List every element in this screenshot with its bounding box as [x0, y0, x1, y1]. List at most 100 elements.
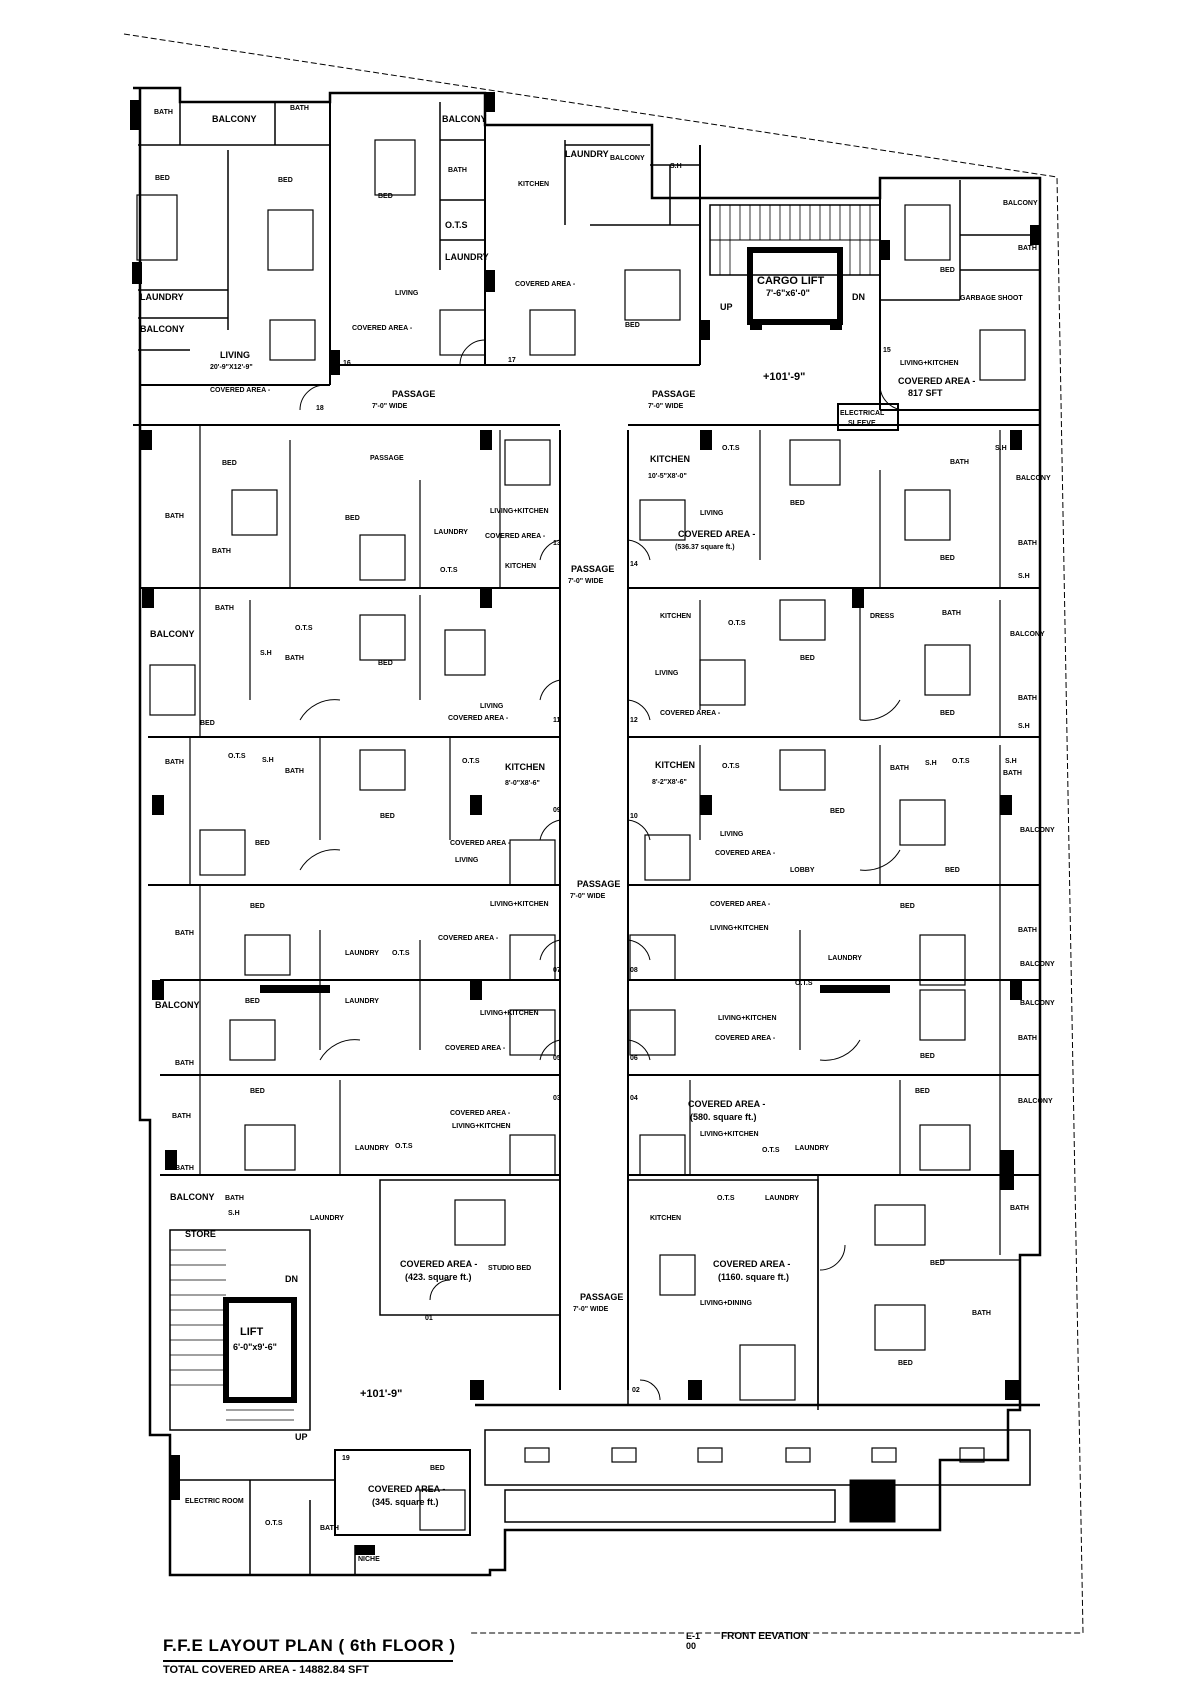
stair-up-bottom: UP [295, 1432, 308, 1442]
label-ots-7: O.T.S [462, 758, 480, 765]
label-balcony-12: BALCONY [1020, 1000, 1055, 1007]
label-living-3: LIVING [700, 510, 724, 517]
label-ots-4: O.T.S [295, 625, 313, 632]
site-boundary [123, 33, 1084, 1634]
cargo-lift-label: CARGO LIFT [757, 275, 824, 287]
unit-number: 08 [630, 967, 638, 974]
unit-number: 13 [553, 540, 561, 547]
callout-1160-value: (1160. square ft.) [718, 1272, 789, 1282]
unit-number: 14 [630, 561, 638, 568]
label-ots-12: O.T.S [395, 1143, 413, 1150]
callout-536-value: (536.37 square ft.) [675, 544, 735, 551]
label-bed-5: BED [940, 267, 955, 274]
lift-label: LIFT [240, 1326, 263, 1338]
label-bed-3: BED [378, 193, 393, 200]
label-passage-small: PASSAGE [370, 455, 404, 462]
label-laundry-11: LAUNDRY [765, 1195, 799, 1202]
label-electric-room: ELECTRIC ROOM [185, 1498, 244, 1505]
label-living-7: LIVING [720, 831, 744, 838]
label-covered-area-4: COVERED AREA - [485, 533, 546, 540]
label-balcony-4: BALCONY [610, 155, 645, 162]
total-covered-area: TOTAL COVERED AREA - 14882.84 SFT [163, 1660, 453, 1676]
label-bed-18: BED [250, 903, 265, 910]
label-bath-22: BATH [175, 1165, 194, 1172]
label-ots-15: O.T.S [265, 1520, 283, 1527]
callout-817-value: 817 SFT [908, 388, 943, 398]
passage-3: PASSAGE [571, 564, 614, 574]
label-bath-7: BATH [950, 459, 969, 466]
label-bath-24: BATH [1010, 1205, 1029, 1212]
label-balcony-5: BALCONY [1003, 200, 1038, 207]
label-living-kitchen-8: LIVING+KITCHEN [700, 1131, 759, 1138]
label-bed-25: BED [898, 1360, 913, 1367]
label-sh-8: S.H [1005, 758, 1017, 765]
label-laundry-8: LAUNDRY [355, 1145, 389, 1152]
label-balcony-3: BALCONY [140, 324, 185, 334]
callout-1160: COVERED AREA - [713, 1259, 790, 1269]
label-laundry-6: LAUNDRY [345, 998, 379, 1005]
callout-345: COVERED AREA - [368, 1484, 445, 1494]
callout-817: COVERED AREA - [898, 376, 975, 386]
label-ots-14: O.T.S [717, 1195, 735, 1202]
label-electrical: ELECTRICAL [840, 410, 885, 417]
elevation-name: FRONT EEVATION [721, 1631, 808, 1642]
label-living-kitchen-7: LIVING+KITCHEN [452, 1123, 511, 1130]
label-balcony-1: BALCONY [212, 114, 257, 124]
label-bath-20: BATH [1018, 1035, 1037, 1042]
label-kitchen-b: KITCHEN [505, 762, 545, 772]
label-bed-10: BED [378, 660, 393, 667]
elevation-code: E-1 00 [686, 1631, 700, 1651]
unit-number: 12 [630, 717, 638, 724]
unit-number: 06 [630, 1055, 638, 1062]
unit-number: 18 [316, 405, 324, 412]
label-laundry-3: LAUNDRY [565, 149, 609, 159]
label-bath-9: BATH [215, 605, 234, 612]
label-kitchen-c-size: 8'-2"X8'-6" [652, 779, 687, 786]
label-bed-24: BED [930, 1260, 945, 1267]
label-balcony-9: BALCONY [1020, 827, 1055, 834]
label-bath-18: BATH [175, 1060, 194, 1067]
label-bath-26: BATH [320, 1525, 339, 1532]
label-living-5: LIVING [655, 670, 679, 677]
label-living-1-size: 20'-9"X12'-9" [210, 364, 253, 371]
label-bath-17: BATH [175, 930, 194, 937]
level-lower: +101'-9" [360, 1388, 402, 1400]
passage-1: PASSAGE [392, 389, 435, 399]
unit-number: 16 [343, 360, 351, 367]
label-ots-2: O.T.S [440, 567, 458, 574]
lift-size: 6'-0"x9'-6" [233, 1342, 277, 1352]
label-ots-13: O.T.S [762, 1147, 780, 1154]
unit-number: 02 [632, 1387, 640, 1394]
label-bath-14: BATH [285, 768, 304, 775]
label-sh-3: S.H [995, 445, 1007, 452]
label-ots-10: O.T.S [392, 950, 410, 957]
label-sleeve: SLEEVE [848, 420, 876, 427]
label-bath-21: BATH [172, 1113, 191, 1120]
stair-dn-bottom: DN [285, 1274, 298, 1284]
label-kitchen-a: KITCHEN [650, 454, 690, 464]
label-kitchen-2: KITCHEN [505, 563, 536, 570]
label-studio-bed: STUDIO BED [488, 1265, 531, 1272]
label-covered-area-13: COVERED AREA - [450, 1110, 511, 1117]
label-covered-area-2: COVERED AREA - [352, 325, 413, 332]
label-sh-2: S.H [1018, 573, 1030, 580]
level-upper: +101'-9" [763, 371, 805, 383]
label-bath-19: BATH [1018, 927, 1037, 934]
stair-up-label: UP [720, 302, 733, 312]
label-bed-9: BED [940, 555, 955, 562]
label-laundry-10: LAUNDRY [310, 1215, 344, 1222]
label-covered-area-7: COVERED AREA - [450, 840, 511, 847]
cargo-lift-size: 7'-6"x6'-0" [766, 288, 810, 298]
stair-dn-label: DN [852, 292, 865, 302]
label-sh-1: S.H [670, 163, 682, 170]
label-bed-6: BED [222, 460, 237, 467]
passage-5-width: 7'-0" WIDE [573, 1306, 609, 1313]
passage-5: PASSAGE [580, 1292, 623, 1302]
unit-number: 19 [342, 1455, 350, 1462]
label-balcony-8: BALCONY [1010, 631, 1045, 638]
label-living-dining: LIVING+DINING [700, 1300, 752, 1307]
label-bed-8: BED [790, 500, 805, 507]
label-covered-area-6: COVERED AREA - [660, 710, 721, 717]
label-bed-1: BED [155, 175, 170, 182]
label-ots-9: O.T.S [952, 758, 970, 765]
